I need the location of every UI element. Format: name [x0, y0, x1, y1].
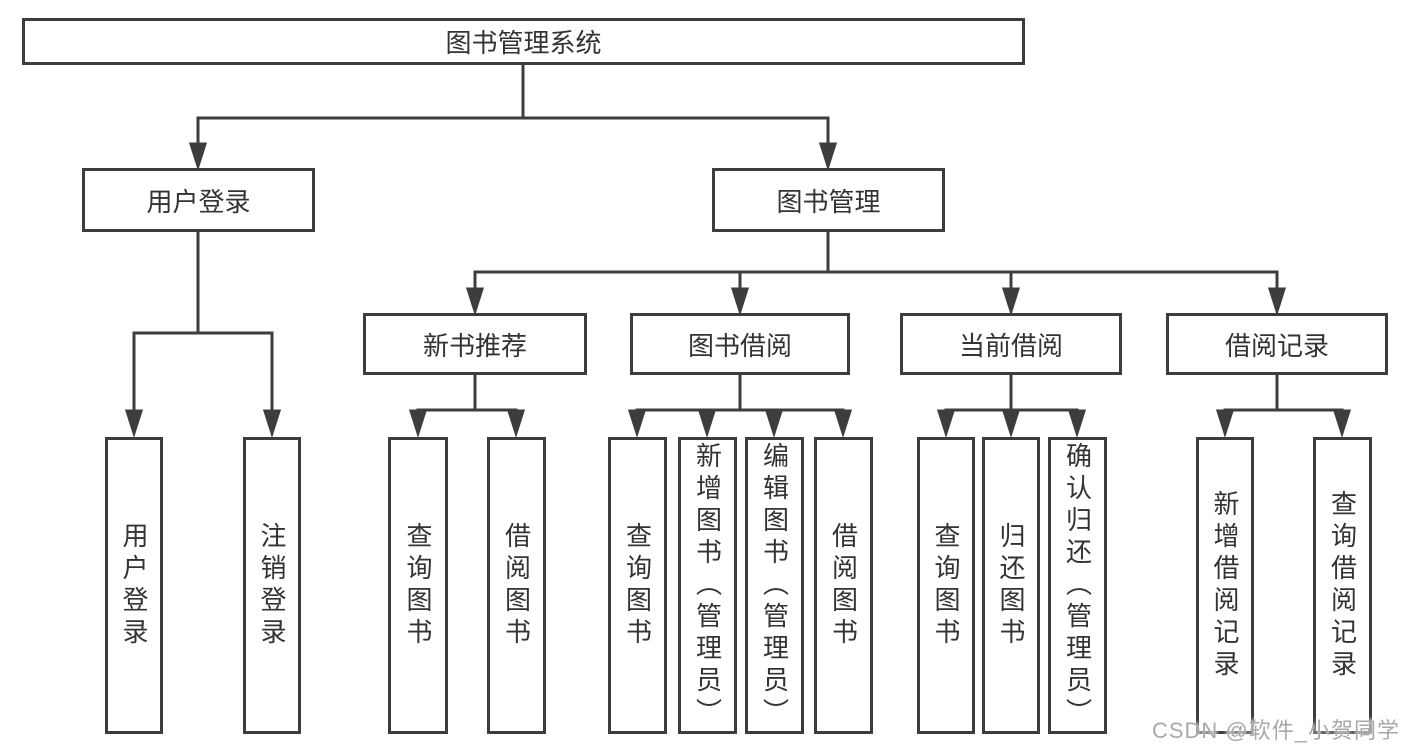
leaf-current-return-books-label: 归还图书 — [996, 521, 1026, 650]
node-root-label: 图书管理系统 — [445, 28, 602, 58]
leaf-records-add-record: 新增借阅记录 — [1196, 437, 1254, 734]
leaf-borrowing-search-books-label: 查询图书 — [622, 521, 653, 650]
leaf-borrowing-edit-books: 编辑图书（管理员） — [745, 437, 804, 734]
leaf-current-search-books-label: 查询图书 — [931, 521, 961, 650]
node-user-login-label: 用户登录 — [146, 186, 251, 217]
leaf-borrowing-borrow-books: 借阅图书 — [814, 437, 873, 734]
leaf-current-confirm-return-label: 确认归还（管理员） — [1062, 441, 1093, 730]
leaf-recommend-search-books-label: 查询图书 — [403, 521, 433, 650]
leaf-recommend-search-books: 查询图书 — [388, 437, 448, 734]
node-current-borrowing-label: 当前借阅 — [958, 330, 1063, 361]
connector-userlogin-children — [124, 230, 282, 438]
leaf-borrowing-add-books: 新增图书（管理员） — [678, 437, 737, 734]
leaf-borrowing-borrow-books-label: 借阅图书 — [828, 521, 859, 650]
node-book-borrowing: 图书借阅 — [630, 313, 850, 375]
leaf-records-search-record: 查询借阅记录 — [1313, 437, 1372, 734]
node-user-login: 用户登录 — [82, 168, 315, 232]
leaf-user-login: 用户登录 — [105, 437, 163, 734]
leaf-current-search-books: 查询图书 — [917, 437, 975, 734]
leaf-borrowing-search-books: 查询图书 — [608, 437, 667, 734]
connector-newbookrec-children — [408, 373, 526, 438]
leaf-recommend-borrow-books-label: 借阅图书 — [501, 521, 532, 650]
leaf-recommend-borrow-books: 借阅图书 — [487, 437, 546, 734]
leaf-current-confirm-return: 确认归还（管理员） — [1048, 437, 1107, 734]
node-current-borrowing: 当前借阅 — [900, 313, 1122, 375]
connector-bookborrow-children — [627, 373, 853, 438]
node-book-management-label: 图书管理 — [776, 186, 881, 217]
leaf-borrowing-add-books-label: 新增图书（管理员） — [692, 441, 723, 730]
connector-bookmgmt-to-level3 — [465, 230, 1287, 316]
node-new-book-recommend: 新书推荐 — [363, 313, 587, 375]
leaf-borrowing-edit-books-label: 编辑图书（管理员） — [759, 441, 790, 730]
node-root: 图书管理系统 — [22, 18, 1025, 65]
leaf-logout-label: 注销登录 — [257, 521, 287, 650]
node-borrow-records: 借阅记录 — [1166, 313, 1388, 375]
node-new-book-recommend-label: 新书推荐 — [422, 330, 527, 361]
connector-root-to-level2 — [188, 63, 838, 171]
leaf-user-login-label: 用户登录 — [119, 521, 149, 650]
csdn-watermark: CSDN @软件_小贺同学 — [1151, 718, 1400, 743]
leaf-records-search-record-label: 查询借阅记录 — [1327, 489, 1358, 682]
leaf-logout: 注销登录 — [243, 437, 301, 734]
connector-borrowrecords-children — [1215, 373, 1352, 438]
leaf-current-return-books: 归还图书 — [982, 437, 1040, 734]
node-book-management: 图书管理 — [712, 168, 945, 232]
leaf-records-add-record-label: 新增借阅记录 — [1210, 489, 1240, 682]
node-book-borrowing-label: 图书借阅 — [687, 330, 792, 361]
connector-currentborrow-children — [936, 373, 1087, 438]
node-borrow-records-label: 借阅记录 — [1224, 330, 1329, 361]
